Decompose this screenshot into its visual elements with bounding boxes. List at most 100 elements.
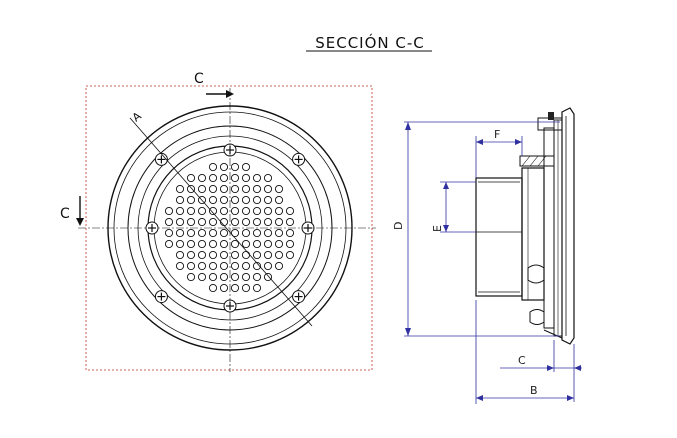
grate-hole xyxy=(197,195,207,205)
grate-hole xyxy=(285,206,295,216)
grate-hole xyxy=(274,206,284,216)
front-view: A C C xyxy=(60,71,376,372)
grate-hole xyxy=(219,195,229,205)
grate-hole xyxy=(252,173,262,183)
dim-e-arrow-bottom xyxy=(443,225,449,232)
grate-hole xyxy=(197,206,207,216)
side-view: D E F C B xyxy=(392,107,582,404)
dim-e-arrow-top xyxy=(443,182,449,189)
grate-hole xyxy=(164,206,174,216)
grate-hole xyxy=(197,173,207,183)
grate-hole xyxy=(208,283,218,293)
grate-hole xyxy=(241,173,251,183)
grate-hole xyxy=(263,250,273,260)
grate-hole xyxy=(219,173,229,183)
bottom-flange-edge xyxy=(543,329,563,339)
grate-hole xyxy=(208,239,218,249)
grate-hole xyxy=(274,261,284,271)
dim-c-arrow-left xyxy=(547,365,554,371)
grate-hole xyxy=(175,184,185,194)
grate-hole xyxy=(219,239,229,249)
grate-hole xyxy=(186,195,196,205)
grate-holes xyxy=(164,162,295,293)
grate-hole xyxy=(208,217,218,227)
top-nut-hatch-1 xyxy=(521,155,531,167)
grate-hole xyxy=(241,162,251,172)
grate-hole xyxy=(219,261,229,271)
grate-hole xyxy=(274,250,284,260)
grate-hole xyxy=(175,217,185,227)
top-nut xyxy=(519,155,555,167)
grate-hole xyxy=(186,261,196,271)
grate-hole xyxy=(164,217,174,227)
grate-hole xyxy=(263,239,273,249)
screw-head xyxy=(154,152,168,166)
grate-hole xyxy=(208,272,218,282)
grate-hole xyxy=(263,206,273,216)
grate-hole xyxy=(274,228,284,238)
grate-hole xyxy=(186,228,196,238)
detail-a-label: A xyxy=(130,109,144,124)
screw-head xyxy=(292,290,306,304)
dim-f-label: F xyxy=(494,128,500,141)
grate-hole xyxy=(197,250,207,260)
screw-head xyxy=(154,290,168,304)
grate-hole xyxy=(285,228,295,238)
clamp-ring xyxy=(543,127,555,329)
grate-hole xyxy=(241,217,251,227)
grate-hole xyxy=(241,228,251,238)
grate-hole xyxy=(186,272,196,282)
grate-hole xyxy=(186,206,196,216)
grate-hole xyxy=(186,239,196,249)
grate-hole xyxy=(230,217,240,227)
grate-hole xyxy=(274,239,284,249)
grate-hole xyxy=(186,217,196,227)
grate-hole xyxy=(186,250,196,260)
grate-hole xyxy=(197,184,207,194)
grate-hole xyxy=(197,261,207,271)
grate-hole xyxy=(252,195,262,205)
dim-b-arrow-left xyxy=(476,395,483,401)
grate-hole xyxy=(263,228,273,238)
dim-f-arrow-right xyxy=(515,139,522,145)
lower-boss-1 xyxy=(527,264,545,284)
grate-hole xyxy=(274,217,284,227)
grate-hole xyxy=(197,217,207,227)
grate-hole xyxy=(175,228,185,238)
grate-hole xyxy=(208,184,218,194)
body-sleeve xyxy=(521,167,545,301)
grate-hole xyxy=(175,239,185,249)
grate-hole xyxy=(263,261,273,271)
dim-f-arrow-left xyxy=(476,139,483,145)
grate-hole xyxy=(208,162,218,172)
detail-a-leader xyxy=(129,117,313,327)
grate-hole xyxy=(164,239,174,249)
grate-hole xyxy=(219,272,229,282)
grate-hole xyxy=(219,162,229,172)
top-nut-hatch-3 xyxy=(537,155,547,167)
grate-hole xyxy=(252,261,262,271)
grate-hole xyxy=(241,250,251,260)
grate-hole xyxy=(263,272,273,282)
grate-hole xyxy=(263,195,273,205)
grate-hole xyxy=(241,283,251,293)
grate-hole xyxy=(241,195,251,205)
grate-hole xyxy=(164,228,174,238)
grate-hole xyxy=(252,217,262,227)
grate-hole xyxy=(208,173,218,183)
grate-hole xyxy=(230,162,240,172)
grate-hole xyxy=(197,272,207,282)
grate-hole xyxy=(175,250,185,260)
grate-hole xyxy=(219,228,229,238)
dim-d-arrow-top xyxy=(405,122,411,130)
grate-hole xyxy=(230,283,240,293)
grate-hole xyxy=(252,228,262,238)
grate-hole xyxy=(252,239,262,249)
grate-hole xyxy=(208,206,218,216)
grate-hole xyxy=(274,195,284,205)
grate-hole xyxy=(197,239,207,249)
grate-hole xyxy=(219,250,229,260)
dim-d-label: D xyxy=(392,222,405,230)
pipe-spigot xyxy=(475,177,523,297)
